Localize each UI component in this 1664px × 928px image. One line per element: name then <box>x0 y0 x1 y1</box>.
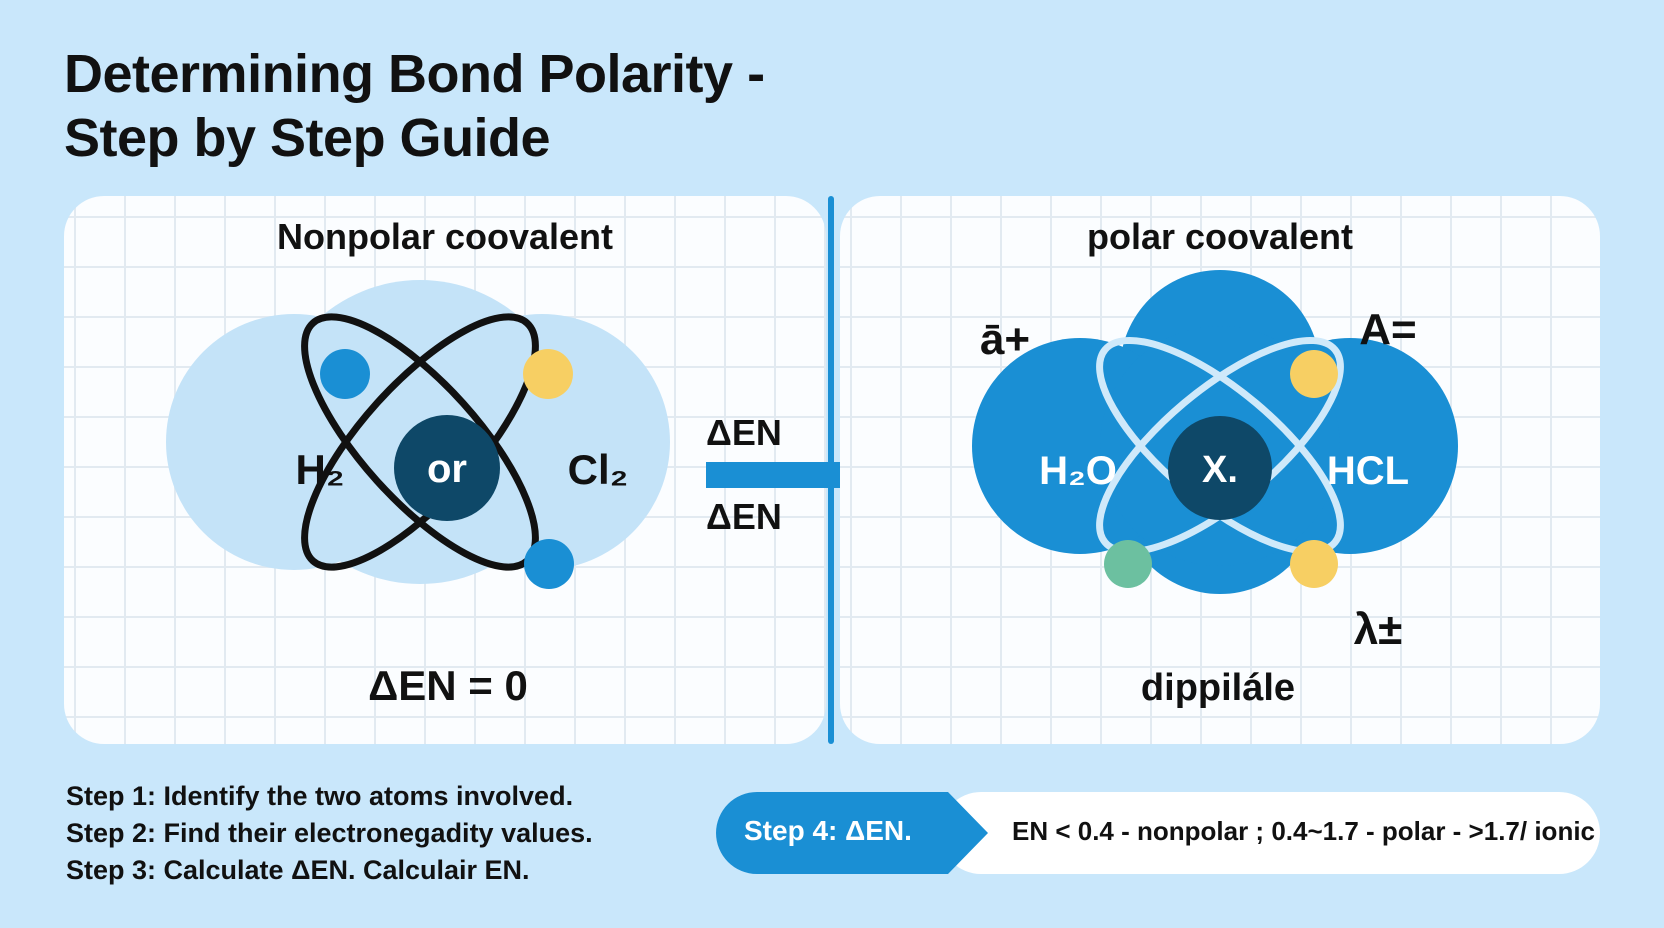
step4-label: Step 4: ΔEN. <box>744 815 912 846</box>
steps-list: Step 1: Identify the two atoms involved.… <box>66 778 593 889</box>
center-or-text: or <box>427 447 467 491</box>
cloud-left <box>166 314 422 570</box>
delta-en-zero: ΔEN = 0 <box>368 662 528 709</box>
electron-dot-yellow-2 <box>1290 540 1338 588</box>
title-line-1: Determining Bond Polarity - <box>64 44 765 104</box>
nonpolar-diagram: or H₂ Cl₂ ΔEN = 0 <box>166 280 670 709</box>
center-core <box>394 415 500 521</box>
electron-dot-yellow-1 <box>1290 350 1338 398</box>
step-1: Step 1: Identify the two atoms involved. <box>66 781 574 811</box>
h2o-label: H₂O <box>1039 449 1117 493</box>
electron-dot-teal <box>1104 540 1152 588</box>
step-3: Step 3: Calculate ΔEN. Calculair EN. <box>66 855 530 885</box>
polar-diagram: X. H₂O HCL ā+ A= λ± dippilále <box>972 270 1458 709</box>
electron-dot-blue-1 <box>320 349 370 399</box>
rule-box <box>940 792 1600 874</box>
hcl-label: HCL <box>1327 449 1409 493</box>
step4-badge <box>716 792 988 874</box>
page-title: Determining Bond Polarity - Step by Step… <box>64 42 765 170</box>
electron-dot-blue-2 <box>524 539 574 589</box>
center-x-text: X. <box>1202 449 1238 491</box>
h2-label: H₂ <box>296 446 345 493</box>
title-line-2: Step by Step Guide <box>64 108 551 168</box>
polar-heading: polar coovalent <box>1086 216 1354 257</box>
step-2: Step 2: Find their electronegadity value… <box>66 818 593 848</box>
polarity-rule-text: EN < 0.4 - nonpolar ; 0.4~1.7 - polar - … <box>1012 816 1596 846</box>
delta-en-top: ΔEN <box>706 412 782 453</box>
nonpolar-panel: Nonpolar coovalent or H₂ Cl₂ ΔEN = 0 <box>64 196 826 744</box>
charge-top-right: A= <box>1359 305 1416 354</box>
center-core <box>1168 416 1272 520</box>
cl2-label: Cl₂ <box>568 446 629 493</box>
electron-dot-yellow <box>523 349 573 399</box>
polar-panel: polar coovalent X. H₂O HCL ā+ A= λ± dipp… <box>840 196 1600 744</box>
nonpolar-heading: Nonpolar coovalent <box>276 216 614 257</box>
dipole-label: dippilále <box>1141 667 1295 709</box>
charge-top-left: ā+ <box>980 315 1030 364</box>
charge-bottom-right: λ± <box>1354 605 1403 654</box>
delta-en-bottom: ΔEN <box>706 496 782 537</box>
